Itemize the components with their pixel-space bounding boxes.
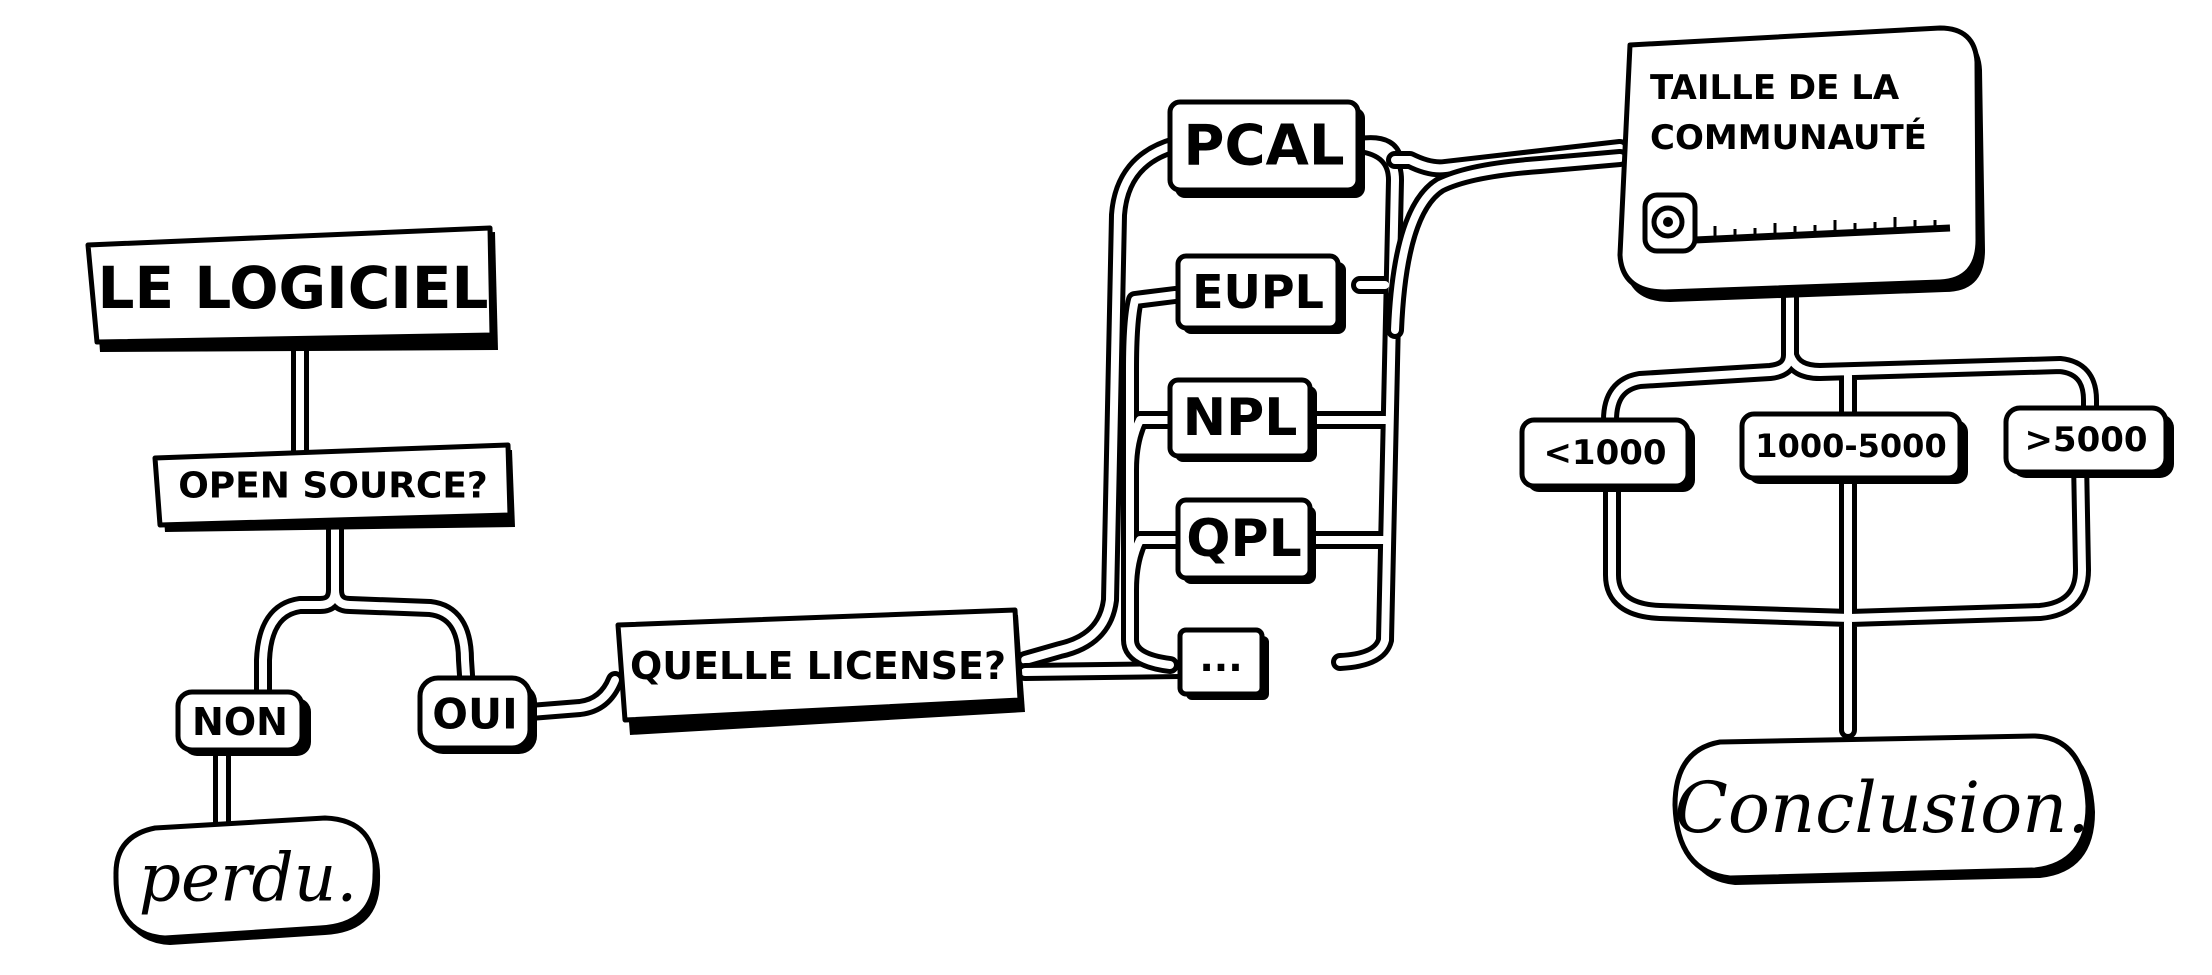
node-gt5000: >5000 <box>2003 405 2174 478</box>
node-quelle-license-label: QUELLE LICENSE? <box>630 644 1006 688</box>
node-taille-communaute: TAILLE DE LA COMMUNAUTÉ <box>1617 25 1985 302</box>
node-open-source: OPEN SOURCE? <box>152 442 515 532</box>
node-lt1000: <1000 <box>1519 417 1695 492</box>
node-eupl-label: EUPL <box>1192 265 1324 319</box>
node-eupl: EUPL <box>1175 253 1346 334</box>
node-etc-label: ... <box>1199 636 1242 680</box>
node-non-label: NON <box>192 700 288 744</box>
connector-license-bus-left <box>1016 136 1184 669</box>
connector-left-bus-items <box>1121 286 1184 674</box>
node-perdu-label: perdu. <box>139 840 358 917</box>
node-logiciel-label: LE LOGICIEL <box>98 254 489 322</box>
node-pcal: PCAL <box>1167 99 1365 198</box>
node-taille-line1: TAILLE DE LA <box>1650 68 1900 108</box>
node-npl-label: NPL <box>1183 388 1298 448</box>
node-range-label: 1000-5000 <box>1755 427 1946 465</box>
node-perdu: perdu. <box>113 815 381 945</box>
node-qpl-label: QPL <box>1186 509 1301 569</box>
node-open-source-label: OPEN SOURCE? <box>178 466 488 507</box>
tape-measure-icon <box>1642 192 1951 254</box>
node-quelle-license: QUELLE LICENSE? <box>615 607 1025 735</box>
node-gt5000-label: >5000 <box>2024 420 2147 460</box>
node-logiciel: LE LOGICIEL <box>85 225 498 352</box>
node-npl: NPL <box>1167 377 1317 462</box>
node-pcal-label: PCAL <box>1183 114 1344 179</box>
node-etc: ... <box>1177 627 1269 700</box>
node-conclusion: Conclusion. <box>1672 733 2095 885</box>
node-conclusion-label: Conclusion. <box>1674 767 2089 849</box>
node-lt1000-label: <1000 <box>1543 433 1666 473</box>
node-oui: OUI <box>417 675 537 754</box>
node-non: NON <box>175 689 311 756</box>
connector-group <box>213 135 2099 834</box>
node-taille-line2: COMMUNAUTÉ <box>1650 117 1927 158</box>
connector-bus-taille-lower <box>1386 149 1629 339</box>
node-range: 1000-5000 <box>1739 411 1968 484</box>
node-oui-label: OUI <box>432 690 517 739</box>
node-qpl: QPL <box>1175 497 1316 584</box>
